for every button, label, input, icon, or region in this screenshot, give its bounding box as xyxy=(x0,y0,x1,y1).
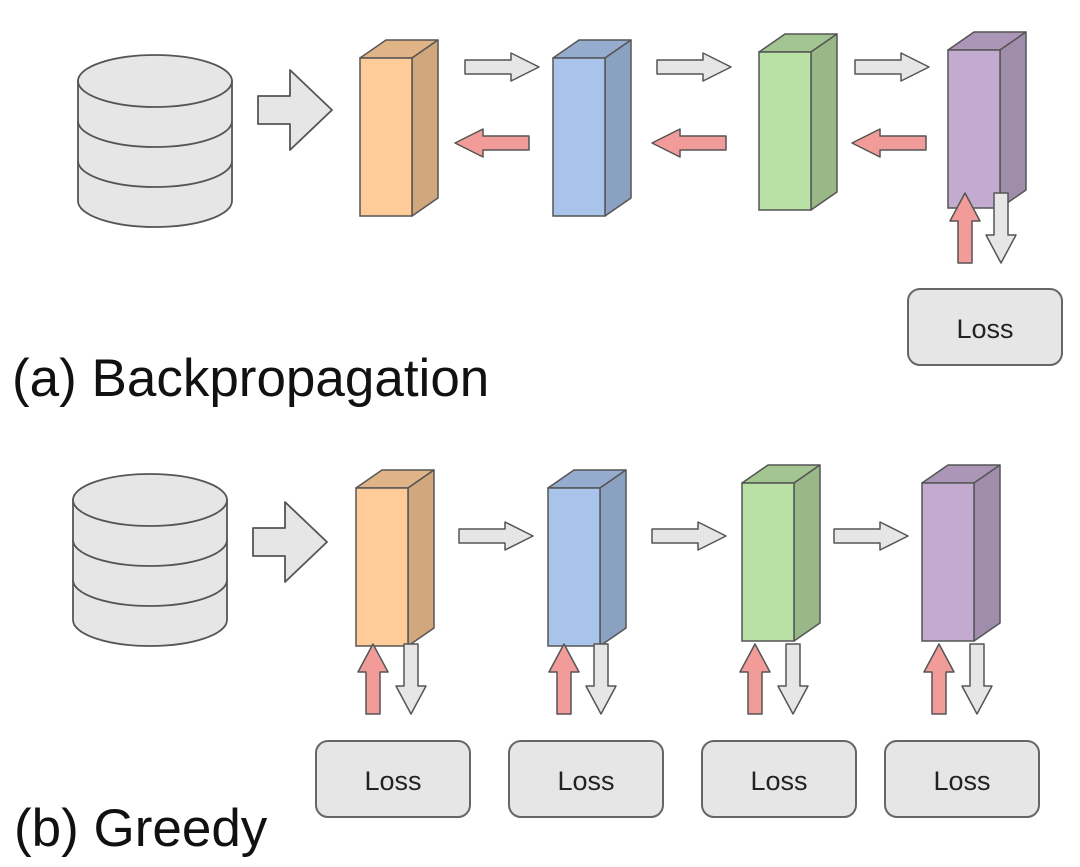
database-icon xyxy=(72,473,228,647)
backward-arrow xyxy=(651,128,727,158)
loss-box: Loss xyxy=(315,740,471,818)
backward-arrow xyxy=(851,128,927,158)
forward-arrow xyxy=(458,521,534,551)
layer-1 xyxy=(359,39,439,217)
layer-3 xyxy=(741,464,821,642)
loss-label: Loss xyxy=(364,766,421,796)
panel-backpropagation: Loss (a) Backpropagation xyxy=(12,31,1063,408)
forward-arrow xyxy=(656,52,732,82)
forward-arrow xyxy=(651,521,727,551)
backward-arrow xyxy=(548,643,580,715)
backward-arrow xyxy=(949,192,981,264)
forward-arrow xyxy=(585,643,617,715)
loss-box: Loss xyxy=(508,740,664,818)
backward-arrow xyxy=(739,643,771,715)
backward-arrow xyxy=(923,643,955,715)
forward-arrow xyxy=(777,643,809,715)
loss-box: Loss xyxy=(701,740,857,818)
loss-label: Loss xyxy=(956,314,1013,344)
forward-arrow xyxy=(395,643,427,715)
layer-2 xyxy=(547,469,627,647)
database-icon xyxy=(77,54,233,228)
caption-greedy: (b) Greedy xyxy=(14,799,268,858)
loss-box: Loss xyxy=(884,740,1040,818)
loss-label: Loss xyxy=(933,766,990,796)
layer-2 xyxy=(552,39,632,217)
layer-4 xyxy=(921,464,1001,642)
layer-1 xyxy=(355,469,435,647)
forward-arrow xyxy=(833,521,909,551)
input-arrow xyxy=(257,69,333,151)
loss-label: Loss xyxy=(557,766,614,796)
backward-arrow xyxy=(357,643,389,715)
loss-label: Loss xyxy=(750,766,807,796)
layer-4 xyxy=(947,31,1027,209)
backward-arrow xyxy=(454,128,530,158)
loss-box: Loss xyxy=(907,288,1063,366)
caption-backpropagation: (a) Backpropagation xyxy=(12,349,489,408)
input-arrow xyxy=(252,501,328,583)
forward-arrow xyxy=(854,52,930,82)
forward-arrow xyxy=(985,192,1017,264)
panel-greedy: Loss Loss Loss Loss (b) Greedy xyxy=(14,464,1040,858)
layer-3 xyxy=(758,33,838,211)
forward-arrow xyxy=(464,52,540,82)
forward-arrow xyxy=(961,643,993,715)
